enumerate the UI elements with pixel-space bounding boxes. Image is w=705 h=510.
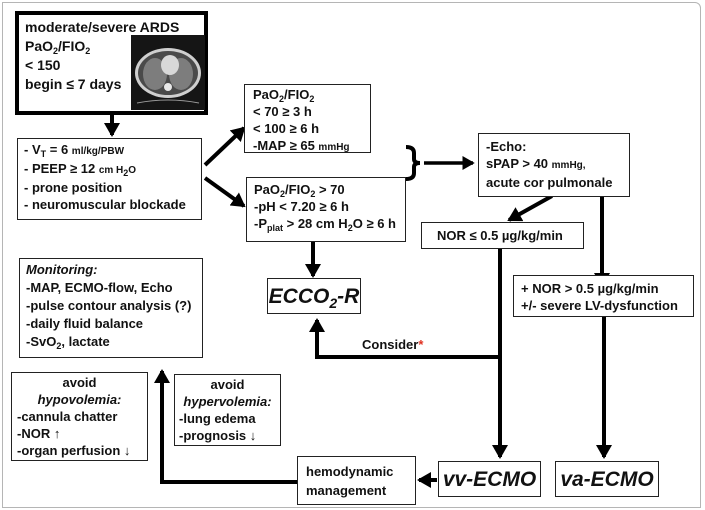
hyper-item: -lung edema [179,411,256,426]
prone-line: - prone position [24,180,123,195]
hypo-title: hypovolemia: [37,392,122,407]
hypervolemia-box: avoid hypervolemia: -lung edema -prognos… [174,374,281,446]
consider-label: Consider* [362,337,424,352]
c2-ph: -pH < 7.20 ≥ 6 h [254,199,349,214]
c1-ratio: PaO2/FIO2 [253,87,315,104]
start-line-2: PaO2/FIO2 [25,38,91,56]
start-line-1: moderate/severe ARDS [25,19,180,35]
c2-ratio: PaO2/FIO2 > 70 [254,182,345,199]
vv-ecmo-box: vv-ECMO [438,461,541,497]
nmb-line: - neuromuscular blockade [24,197,186,212]
criteria-box-1: PaO2/FIO2 < 70 ≥ 3 h < 100 ≥ 6 h -MAP ≥ … [244,84,371,153]
c1-map: -MAP ≥ 65 mmHg [253,138,350,153]
start-line-3: < 150 [25,57,61,73]
vt-line: - VT = 6 ml/kg/PBW [24,142,125,159]
peep-line: - PEEP ≥ 12 cm H2O [24,161,137,178]
hyper-item: -prognosis ↓ [179,428,257,443]
echo-line-3: acute cor pulmonale [486,175,613,190]
ards-start-box: moderate/severe ARDS PaO2/FIO2 < 150 beg… [15,11,208,115]
c1-line-1: < 70 ≥ 3 h [253,104,312,119]
monitoring-item: -daily fluid balance [26,316,144,331]
lung-protective-box: - VT = 6 ml/kg/PBW - PEEP ≥ 12 cm H2O - … [17,138,202,220]
hypo-avoid: avoid [62,375,97,390]
hypo-item: -organ perfusion ↓ [17,443,131,458]
chest-ct-image [131,35,205,110]
ecco2r-label: ECCO2-R [268,284,360,311]
monitoring-box: Monitoring: -MAP, ECMO-flow, Echo -pulse… [19,258,203,358]
nor-high-box: + NOR > 0.5 µg/kg/min +/- severe LV-dysf… [513,275,694,317]
hypovolemia-box: avoid hypovolemia: -cannula chatter -NOR… [11,372,148,461]
hemodynamic-box: hemodynamic management [297,456,416,505]
hypo-item: -cannula chatter [17,409,118,424]
hyper-title: hypervolemia: [183,394,272,409]
hemodynamic-line-1: hemodynamic [306,464,394,479]
hyper-avoid: avoid [210,377,245,392]
nor-high-line-2: +/- severe LV-dysfunction [521,298,678,313]
nor-high-line-1: + NOR > 0.5 µg/kg/min [521,281,659,296]
nor-low-label: NOR ≤ 0.5 µg/kg/min [437,228,563,243]
monitoring-title: Monitoring: [26,262,98,277]
va-ecmo-label: va-ECMO [560,467,654,491]
va-ecmo-box: va-ECMO [555,461,659,497]
start-line-4: begin ≤ 7 days [25,76,122,92]
hypo-item: -NOR ↑ [17,426,61,441]
c1-line-2: < 100 ≥ 6 h [253,121,320,136]
criteria-box-2: PaO2/FIO2 > 70 -pH < 7.20 ≥ 6 h -Pplat >… [246,177,406,242]
c2-pplat: -Pplat > 28 cm H2O ≥ 6 h [254,216,396,233]
nor-low-box: NOR ≤ 0.5 µg/kg/min [421,222,584,249]
monitoring-item: -pulse contour analysis (?) [26,298,192,313]
vv-ecmo-label: vv-ECMO [442,467,537,491]
monitoring-item: -SvO2, lactate [26,334,110,351]
monitoring-item: -MAP, ECMO-flow, Echo [26,280,173,295]
echo-line-1: -Echo: [486,139,527,154]
echo-spap: sPAP > 40 mmHg, [486,156,586,171]
echo-box: -Echo: sPAP > 40 mmHg, acute cor pulmona… [478,133,630,197]
consider-asterisk: * [418,337,424,352]
hemodynamic-line-2: management [306,483,387,498]
ecco2r-box: ECCO2-R [267,278,361,314]
